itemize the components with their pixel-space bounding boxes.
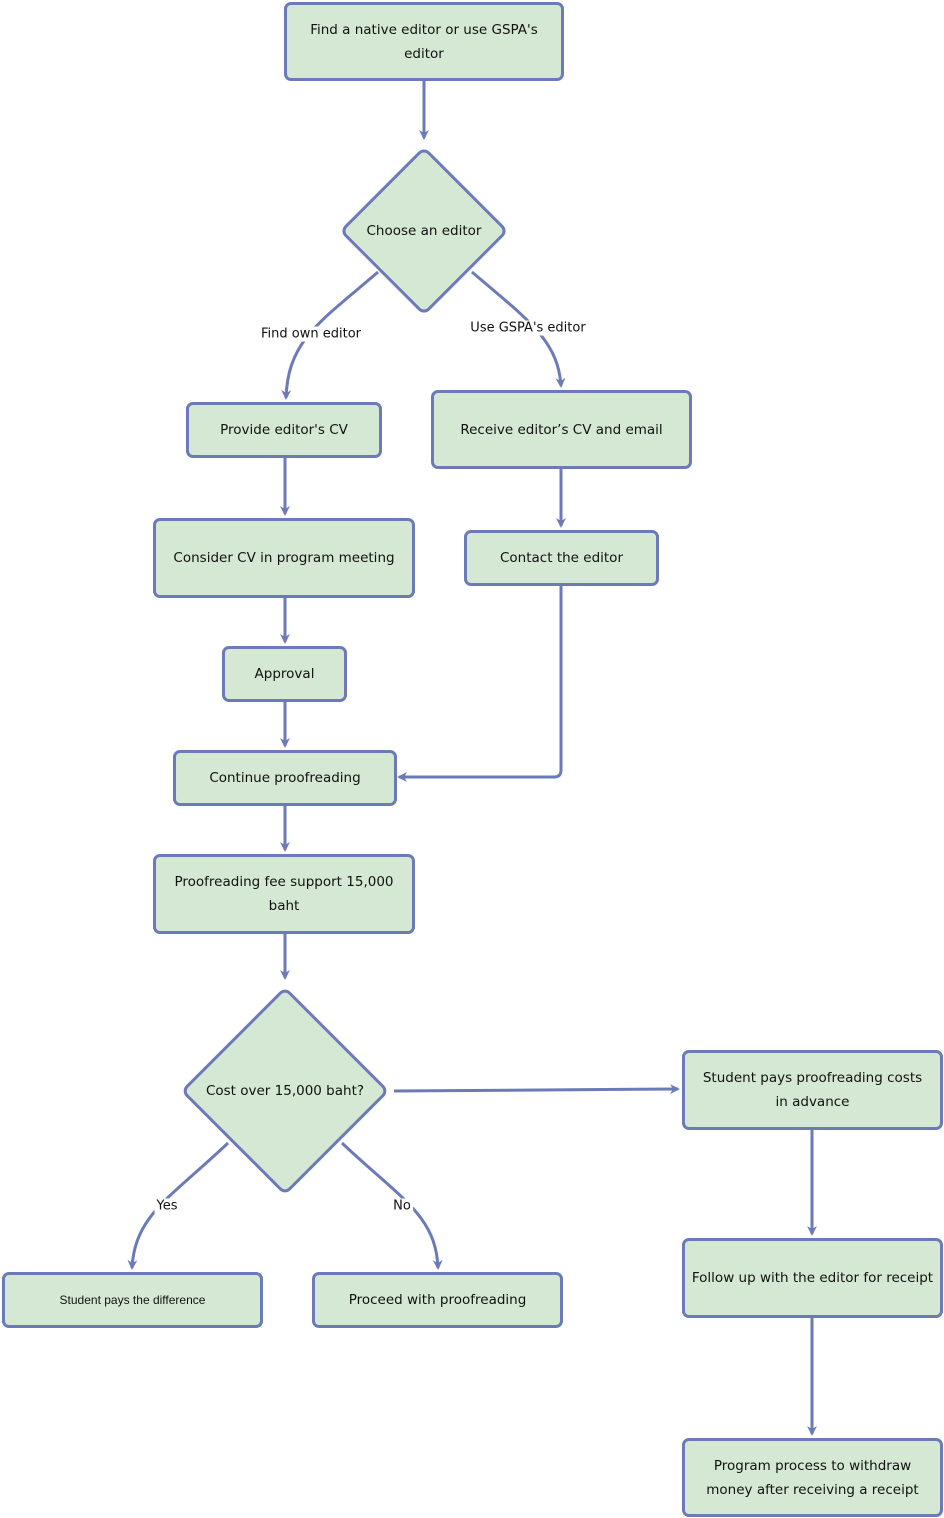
node-contact-editor: Contact the editor	[464, 530, 659, 586]
decision-cost-over-label: Cost over 15,000 baht?	[205, 1083, 365, 1099]
node-continue-proofreading: Continue proofreading	[173, 750, 397, 806]
node-find-editor: Find a native editor or use GSPA's edito…	[284, 2, 564, 81]
decision-choose-editor: Choose an editor	[339, 146, 509, 316]
node-proceed-proofreading: Proceed with proofreading	[312, 1272, 563, 1328]
node-provide-cv: Provide editor's CV	[186, 402, 382, 458]
edge-label-use-gspa: Use GSPA's editor	[468, 320, 588, 336]
node-receive-cv: Receive editor’s CV and email	[431, 390, 692, 469]
edge-label-no: No	[391, 1198, 413, 1214]
node-fee-support: Proofreading fee support 15,000 baht	[153, 854, 415, 934]
edge-cost-to-advance	[393, 1084, 680, 1095]
decision-choose-editor-label: Choose an editor	[366, 223, 482, 239]
decision-cost-over: Cost over 15,000 baht?	[180, 986, 390, 1196]
edge-label-yes: Yes	[154, 1198, 180, 1214]
node-follow-up: Follow up with the editor for receipt	[682, 1238, 943, 1318]
node-approval: Approval	[222, 646, 347, 702]
edge-label-find-own: Find own editor	[259, 326, 363, 342]
edge-contact-to-continue	[397, 585, 563, 782]
node-student-pays-advance: Student pays proofreading costs in advan…	[682, 1050, 943, 1130]
node-consider-cv: Consider CV in program meeting	[153, 518, 415, 598]
node-student-pays-difference: Student pays the difference	[2, 1272, 263, 1328]
node-program-process: Program process to withdraw money after …	[682, 1438, 943, 1517]
